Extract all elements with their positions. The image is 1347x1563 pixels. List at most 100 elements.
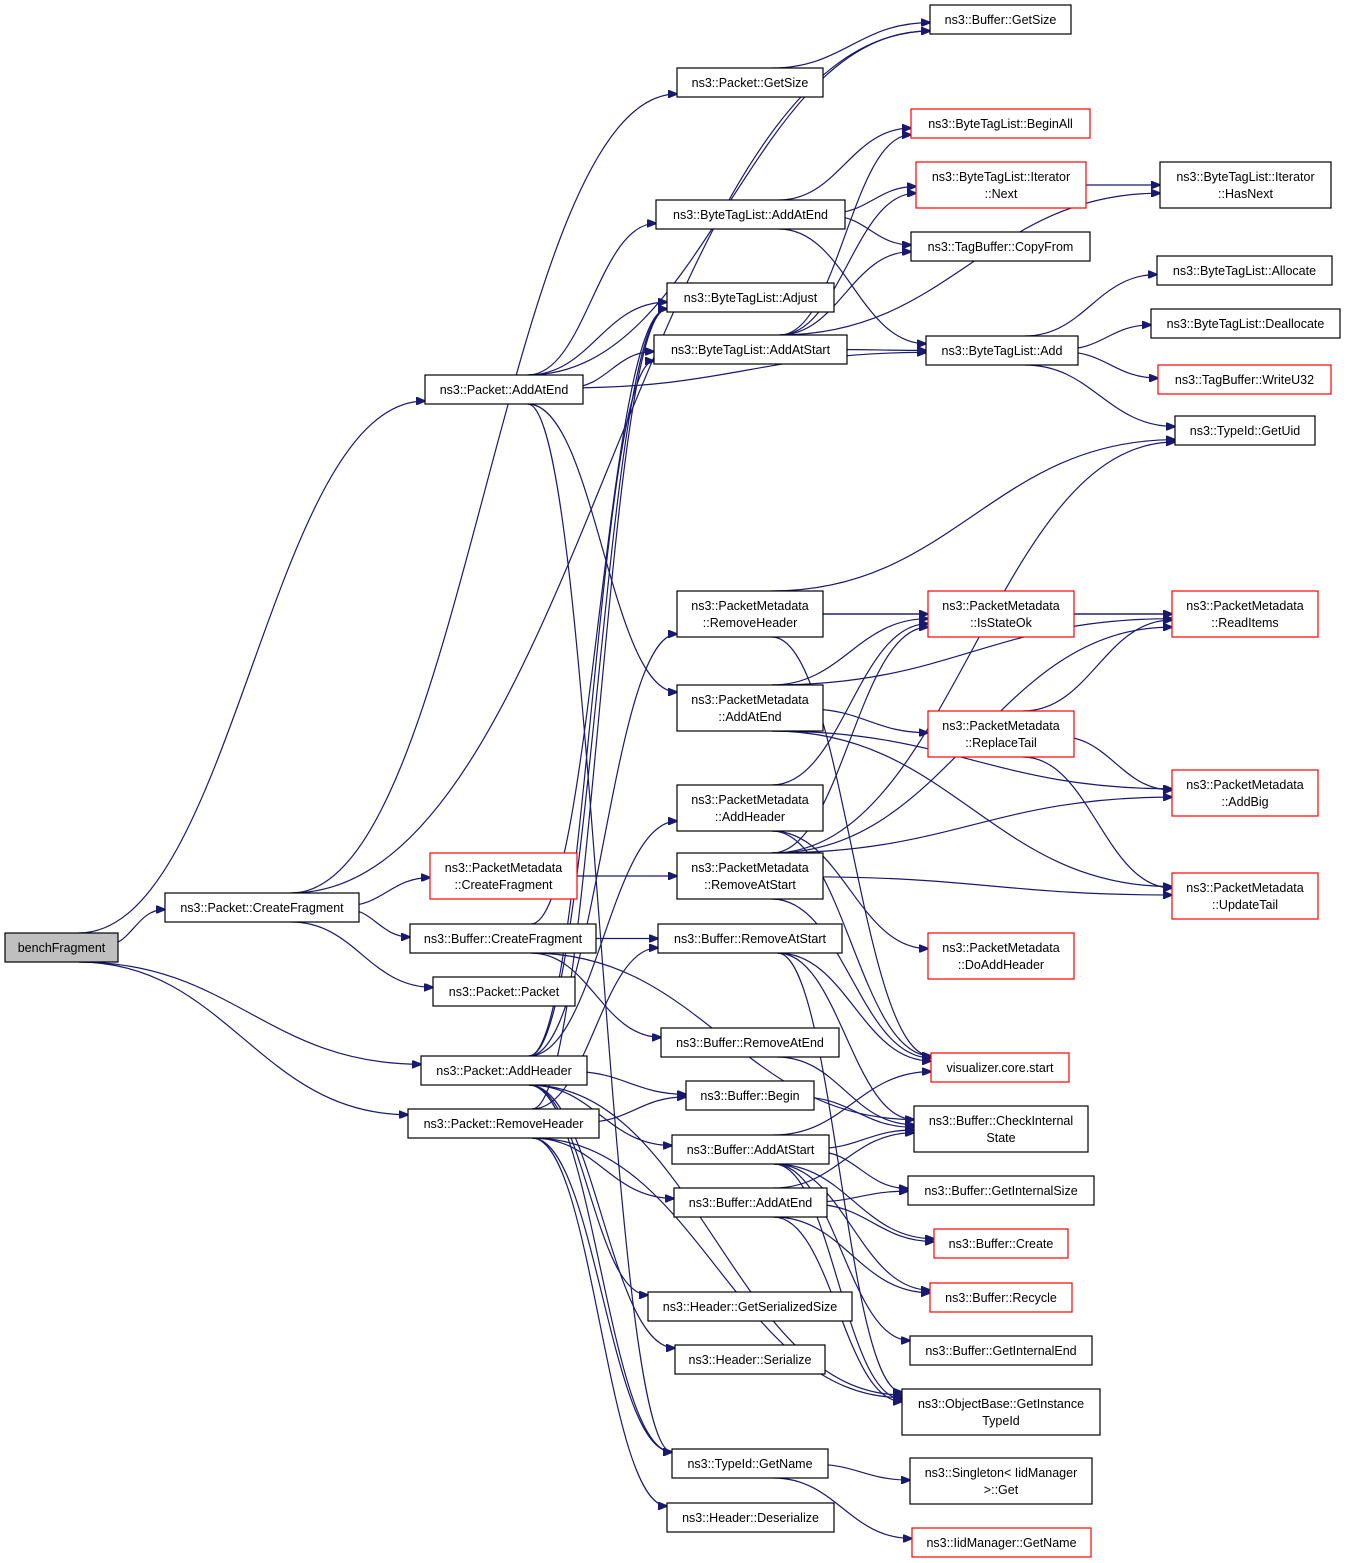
node-label: ns3::ByteTagList::Allocate: [1173, 264, 1316, 278]
node-pm_addbig[interactable]: ns3::PacketMetadata::AddBig: [1171, 769, 1319, 817]
node-btl_adjust[interactable]: ns3::ByteTagList::Adjust: [666, 282, 835, 313]
edge-pm_removeatstart-to-pm_isstateok: [771, 627, 928, 854]
node-label: ns3::Buffer::CheckInternal: [929, 1114, 1073, 1128]
edge-buf_addatend-to-buf_create: [811, 1203, 934, 1241]
edge-pm_removeatstart-to-pm_updatetail: [807, 876, 1172, 895]
node-label: ns3::PacketMetadata: [1186, 599, 1303, 613]
node-box: [671, 1134, 830, 1165]
edge-buf_addatstart-to-buf_getinternalend: [773, 1163, 910, 1341]
edge-pm_addatend-to-pm_readitems: [771, 619, 1172, 686]
node-buf_removeatend[interactable]: ns3::Buffer::RemoveAtEnd: [660, 1027, 840, 1058]
node-label: ns3::Buffer::RemoveAtStart: [674, 932, 826, 946]
node-pm_addheader[interactable]: ns3::PacketMetadata::AddHeader: [676, 784, 824, 832]
node-buf_getinternalsize[interactable]: ns3::Buffer::GetInternalSize: [907, 1175, 1095, 1206]
edge-pm_removeheader-to-typeid_getuid: [771, 440, 1175, 592]
node-box: [676, 852, 824, 900]
node-layer: benchFragment ns3::Packet::CreateFragment…: [4, 4, 1341, 1558]
node-box: [666, 1502, 835, 1533]
node-label: ::AddBig: [1221, 795, 1268, 809]
node-hdr_serialize[interactable]: ns3::Header::Serialize: [674, 1344, 826, 1375]
node-btl_addatstart[interactable]: ns3::ByteTagList::AddAtStart: [653, 334, 848, 365]
node-box: [909, 1457, 1093, 1505]
node-label: ns3::Header::Deserialize: [682, 1511, 819, 1525]
node-pm_addatend[interactable]: ns3::PacketMetadata::AddAtEnd: [676, 684, 824, 732]
node-buf_getinternalend[interactable]: ns3::Buffer::GetInternalEnd: [909, 1335, 1093, 1366]
edge-btl_addatstart-to-btl_beginall: [779, 135, 912, 336]
edge-pm_removeatstart-to-viz_start: [771, 898, 931, 1058]
node-pm_isstateok[interactable]: ns3::PacketMetadata::IsStateOk: [927, 590, 1075, 638]
node-label: ns3::TagBuffer::WriteU32: [1175, 373, 1314, 387]
node-box: [676, 590, 824, 638]
node-box: [1150, 308, 1341, 339]
node-pm_removeheader[interactable]: ns3::PacketMetadata::RemoveHeader: [676, 590, 824, 638]
node-buf_addatstart[interactable]: ns3::Buffer::AddAtStart: [671, 1134, 830, 1165]
node-btl_iter_next[interactable]: ns3::ByteTagList::Iterator::Next: [915, 161, 1087, 209]
node-box: [1157, 364, 1332, 395]
node-label: ns3::Packet::AddHeader: [436, 1064, 572, 1078]
edge-pm_addatend-to-pm_updatetail: [771, 730, 1172, 887]
node-box: [927, 710, 1075, 758]
node-pkt_createfrag[interactable]: ns3::Packet::CreateFragment: [164, 892, 360, 923]
node-box: [666, 282, 835, 313]
node-pm_readitems[interactable]: ns3::PacketMetadata::ReadItems: [1171, 590, 1319, 638]
node-box: [927, 932, 1075, 980]
edge-pm_addatend-to-pm_replacetail: [807, 708, 928, 733]
node-pkt_packet[interactable]: ns3::Packet::Packet: [432, 976, 576, 1007]
node-box: [929, 1282, 1073, 1313]
node-buf_getsize[interactable]: ns3::Buffer::GetSize: [929, 4, 1072, 35]
node-tb_copyfrom[interactable]: ns3::TagBuffer::CopyFrom: [910, 231, 1091, 262]
node-label: ns3::Packet::GetSize: [692, 76, 809, 90]
node-viz_start[interactable]: visualizer.core.start: [930, 1052, 1070, 1083]
node-bench[interactable]: benchFragment: [4, 932, 119, 963]
node-iid_getname[interactable]: ns3::IidManager::GetName: [911, 1527, 1092, 1558]
edge-buf_addatstart-to-ob_getinstancetypeid: [773, 1163, 902, 1399]
node-buf_addatend[interactable]: ns3::Buffer::AddAtEnd: [673, 1187, 828, 1218]
node-hdr_deserialize[interactable]: ns3::Header::Deserialize: [666, 1502, 835, 1533]
node-label: ::CreateFragment: [455, 878, 553, 892]
node-box: [913, 1105, 1089, 1153]
edge-pkt_addheader-to-buf_addatstart: [528, 1084, 672, 1146]
node-label: ns3::Buffer::GetInternalEnd: [925, 1344, 1076, 1358]
node-btl_allocate[interactable]: ns3::ByteTagList::Allocate: [1156, 255, 1333, 286]
node-label: ns3::PacketMetadata: [1186, 881, 1303, 895]
node-pm_doaddheader[interactable]: ns3::PacketMetadata::DoAddHeader: [927, 932, 1075, 980]
edge-pkt_removeheader-to-ob_getinstancetypeid: [532, 1137, 902, 1398]
node-pkt_removeheader[interactable]: ns3::Packet::RemoveHeader: [407, 1108, 600, 1139]
edge-pkt_getsize-to-buf_getsize: [771, 23, 930, 69]
node-pm_replacetail[interactable]: ns3::PacketMetadata::ReplaceTail: [927, 710, 1075, 758]
edge-buf_addatstart-to-buf_recycle: [773, 1163, 930, 1290]
edge-pkt_removeheader-to-buf_removeatstart: [532, 948, 658, 1110]
node-pkt_getsize[interactable]: ns3::Packet::GetSize: [676, 67, 824, 98]
node-buf_create[interactable]: ns3::Buffer::Create: [933, 1228, 1069, 1259]
node-btl_deallocate[interactable]: ns3::ByteTagList::Deallocate: [1150, 308, 1341, 339]
node-typeid_getuid[interactable]: ns3::TypeId::GetUid: [1174, 415, 1316, 446]
node-pkt_addheader[interactable]: ns3::Packet::AddHeader: [420, 1055, 588, 1086]
node-singleton_get[interactable]: ns3::Singleton< IidManager>::Get: [909, 1457, 1093, 1505]
node-pkt_addatend[interactable]: ns3::Packet::AddAtEnd: [424, 374, 584, 405]
node-box: [676, 684, 824, 732]
node-buf_createfrag[interactable]: ns3::Buffer::CreateFragment: [409, 923, 597, 954]
node-btl_add[interactable]: ns3::ByteTagList::Add: [925, 335, 1079, 366]
node-hdr_getserialized[interactable]: ns3::Header::GetSerializedSize: [647, 1291, 853, 1322]
node-label: ns3::Singleton< IidManager: [925, 1466, 1078, 1480]
node-tb_writeu32[interactable]: ns3::TagBuffer::WriteU32: [1157, 364, 1332, 395]
node-label: ns3::ByteTagList::BeginAll: [928, 117, 1073, 131]
node-buf_begin[interactable]: ns3::Buffer::Begin: [685, 1080, 815, 1111]
edge-pkt_createfrag-to-buf_getsize: [291, 31, 930, 894]
node-btl_addatend[interactable]: ns3::ByteTagList::AddAtEnd: [655, 199, 846, 230]
node-pm_updatetail[interactable]: ns3::PacketMetadata::UpdateTail: [1171, 872, 1319, 920]
edge-bench-to-pkt_addheader: [78, 961, 422, 1064]
node-label: ns3::ByteTagList::Add: [942, 344, 1063, 358]
node-buf_removeatstart[interactable]: ns3::Buffer::RemoveAtStart: [657, 923, 843, 954]
node-pm_createfrag[interactable]: ns3::PacketMetadata::CreateFragment: [429, 852, 578, 900]
node-label: ::Next: [985, 187, 1018, 201]
edge-pkt_addheader-to-ob_getinstancetypeid: [528, 1084, 902, 1395]
node-btl_iter_hasnext[interactable]: ns3::ByteTagList::Iterator::HasNext: [1159, 161, 1332, 209]
node-typeid_getname[interactable]: ns3::TypeId::GetName: [671, 1448, 829, 1479]
node-btl_beginall[interactable]: ns3::ByteTagList::BeginAll: [910, 108, 1091, 139]
node-pm_removeatstart[interactable]: ns3::PacketMetadata::RemoveAtStart: [676, 852, 824, 900]
node-buf_recycle[interactable]: ns3::Buffer::Recycle: [929, 1282, 1073, 1313]
